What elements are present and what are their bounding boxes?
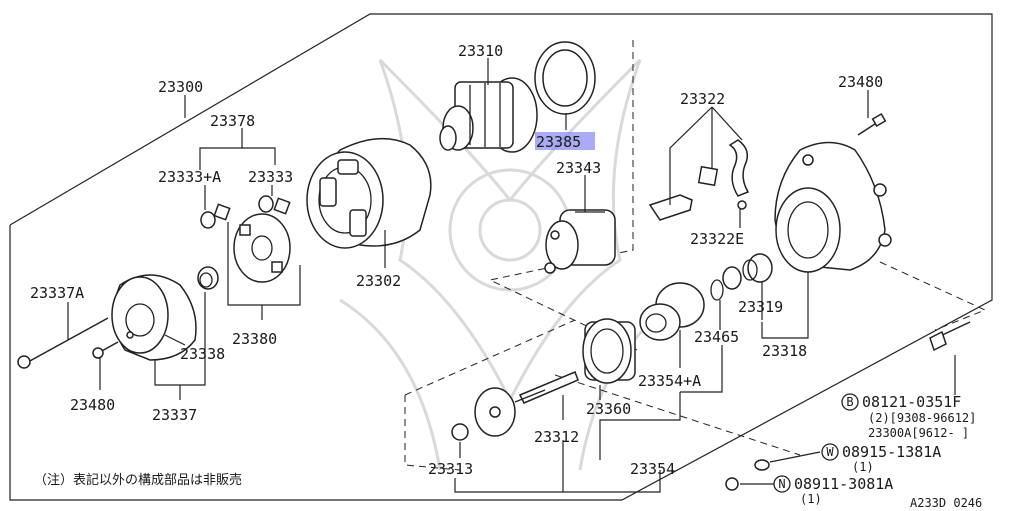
label-23354A[interactable]: 23354+A xyxy=(638,372,701,390)
screw-23480-bottom[interactable] xyxy=(92,341,119,359)
rear-cover-23337[interactable] xyxy=(111,274,197,361)
yoke-23302[interactable] xyxy=(306,137,432,249)
label-23310[interactable]: 23310 xyxy=(458,42,503,60)
code-circle-W xyxy=(821,443,839,461)
label-08911[interactable]: 08911-3081A xyxy=(794,475,893,493)
fastener-callouts: B 08121-0351F (2)[9308-96612] 23300A[961… xyxy=(773,393,976,506)
label-23300A-variant: 23300A[9612- ] xyxy=(868,426,969,440)
part-highlight-23385 xyxy=(535,132,595,150)
label-08915-qty: (1) xyxy=(852,460,874,474)
label-08911-qty: (1) xyxy=(800,492,822,506)
bolt-B-08121[interactable] xyxy=(929,321,971,352)
magnetic-switch-23343[interactable] xyxy=(544,209,616,274)
housing-23318[interactable] xyxy=(774,141,892,273)
ring-clip-23465[interactable] xyxy=(710,266,742,301)
part-labels: 23310 23385 23343 23322 23322E 23480 233… xyxy=(30,42,883,478)
assembly-boundary xyxy=(9,13,993,501)
clutch-23360[interactable] xyxy=(582,318,636,384)
label-08915[interactable]: 08915-1381A xyxy=(842,443,941,461)
label-23333A[interactable]: 23333+A xyxy=(158,168,221,186)
label-23302[interactable]: 23302 xyxy=(356,272,401,290)
brush-plate-23380[interactable] xyxy=(233,213,291,283)
label-23354[interactable]: 23354 xyxy=(630,460,675,478)
armature-23310[interactable] xyxy=(439,77,538,153)
bushing-23338[interactable] xyxy=(197,266,219,290)
label-23360[interactable]: 23360 xyxy=(586,400,631,418)
label-23313[interactable]: 23313 xyxy=(428,460,473,478)
brush-parts-23322[interactable] xyxy=(648,139,750,221)
nut-N-08911[interactable] xyxy=(725,477,739,491)
label-23312[interactable]: 23312 xyxy=(534,428,579,446)
label-23337[interactable]: 23337 xyxy=(152,406,197,424)
code-circle-N xyxy=(773,475,791,493)
label-23300[interactable]: 23300 xyxy=(158,78,203,96)
brushes-23333[interactable] xyxy=(200,195,291,229)
label-23319[interactable]: 23319 xyxy=(738,298,783,316)
label-23480-bottom[interactable]: 23480 xyxy=(70,396,115,414)
non-sale-note: （注）表記以外の構成部品は非販売 xyxy=(34,472,242,488)
label-23465[interactable]: 23465 xyxy=(694,328,739,346)
label-23385[interactable]: 23385 xyxy=(536,133,581,151)
through-bolt-23337A[interactable] xyxy=(17,317,109,369)
label-23338[interactable]: 23338 xyxy=(180,345,225,363)
label-23337A[interactable]: 23337A xyxy=(30,284,84,302)
label-23333[interactable]: 23333 xyxy=(248,168,293,186)
pinion-23354A[interactable] xyxy=(639,282,705,341)
washer-23313[interactable] xyxy=(451,423,469,441)
label-23343[interactable]: 23343 xyxy=(556,159,601,177)
code-circle-B xyxy=(841,393,859,411)
label-23322[interactable]: 23322 xyxy=(680,90,725,108)
label-23480-top[interactable]: 23480 xyxy=(838,73,883,91)
code-letter-W: W xyxy=(826,445,834,459)
subassembly-dash-lines xyxy=(404,40,987,471)
label-08121-qty: (2)[9308-96612] xyxy=(868,411,976,425)
label-23318[interactable]: 23318 xyxy=(762,342,807,360)
label-23322E[interactable]: 23322E xyxy=(690,230,744,248)
label-23380[interactable]: 23380 xyxy=(232,330,277,348)
label-08121[interactable]: 08121-0351F xyxy=(862,393,961,411)
bolt-23480-top[interactable] xyxy=(857,113,887,136)
shaft-23312[interactable] xyxy=(474,371,579,437)
label-23378[interactable]: 23378 xyxy=(210,112,255,130)
bushing-23319[interactable] xyxy=(742,253,773,283)
code-letter-N: N xyxy=(778,477,785,491)
packing-ring-23385[interactable] xyxy=(534,41,596,115)
diagram-ref-code: A233D 0246 xyxy=(910,496,982,510)
washer-W-08915[interactable] xyxy=(754,459,770,471)
leader-lines xyxy=(67,58,956,493)
code-letter-B: B xyxy=(846,395,853,409)
